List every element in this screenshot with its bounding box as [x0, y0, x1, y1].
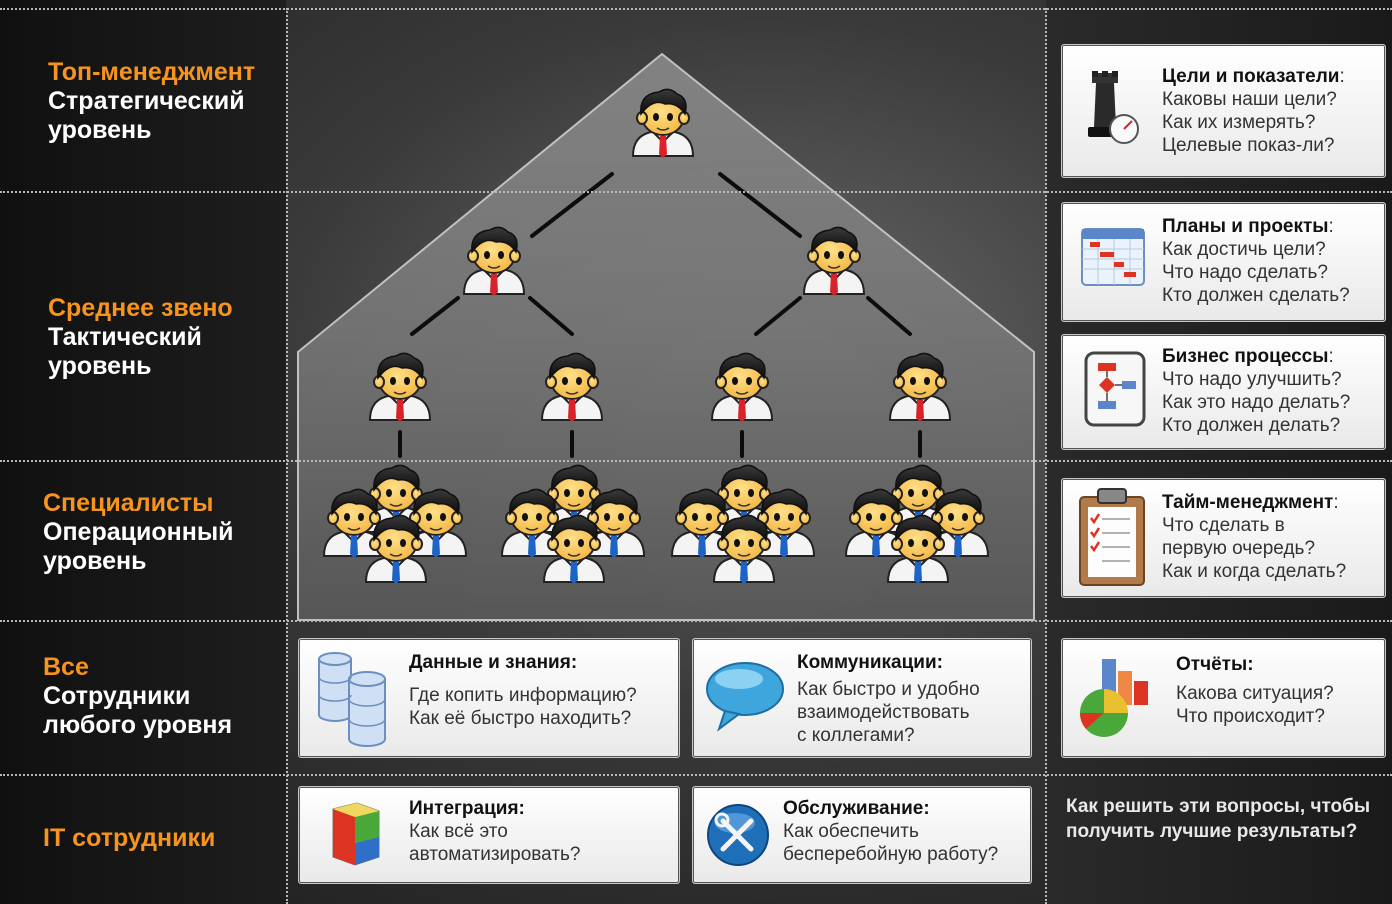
level-name: Стратегический: [48, 87, 245, 115]
time-management-card: Тайм-менеджмент: Что сделать в первую оч…: [1061, 478, 1386, 598]
processes-text: Бизнес процессы: Что надо улучшить? Как …: [1162, 345, 1350, 437]
maintenance-card: Обслуживание: Как обеспечить бесперебойн…: [692, 786, 1032, 884]
level-name: уровень: [48, 352, 152, 380]
communications-card: Коммуникации: Как быстро и удобно взаимо…: [692, 638, 1032, 758]
level-category: Все: [43, 653, 89, 681]
card-title: Интеграция:: [409, 798, 525, 819]
question: Каковы наши цели?: [1162, 89, 1337, 110]
level-label-all: Все Сотрудники любого уровня: [43, 653, 232, 740]
question: Как достичь цели?: [1162, 239, 1326, 260]
level-category: Среднее звено: [48, 294, 233, 322]
reports-card: Отчёты: Какова ситуация? Что происходит?: [1061, 638, 1386, 758]
integration-text: Интеграция: Как всё это автоматизировать…: [409, 797, 580, 866]
maintenance-text: Обслуживание: Как обеспечить бесперебойн…: [783, 797, 998, 866]
card-title: Планы и проекты: [1162, 216, 1329, 237]
database-icon: [318, 652, 386, 747]
question: Целевые показ-ли?: [1162, 135, 1335, 156]
time-management-text: Тайм-менеджмент: Что сделать в первую оч…: [1162, 491, 1346, 583]
question: с коллегами?: [797, 725, 915, 746]
process-flowchart-icon: [1084, 351, 1146, 427]
divider: [1045, 8, 1047, 904]
card-title: Тайм-менеджмент: [1162, 492, 1334, 513]
level-category: IT сотрудники: [43, 824, 216, 852]
question: бесперебойную работу?: [783, 844, 999, 865]
question: Что надо улучшить?: [1162, 369, 1342, 390]
question: Что надо сделать?: [1162, 262, 1328, 283]
card-title: Бизнес процессы: [1162, 346, 1329, 367]
processes-card: Бизнес процессы: Что надо улучшить? Как …: [1061, 334, 1386, 450]
card-title: Цели и показатели: [1162, 66, 1340, 87]
question: Как её быстро находить?: [409, 708, 632, 729]
level-name: уровень: [48, 116, 152, 144]
divider: [0, 620, 1392, 622]
card-title: Коммуникации:: [797, 652, 943, 673]
closing-question: Как решить эти вопросы, чтобы получить л…: [1066, 796, 1371, 842]
pie-bar-chart-icon: [1079, 659, 1148, 737]
level-name: Сотрудники: [43, 682, 191, 710]
level-label-middle: Среднее звено Тактический уровень: [48, 294, 233, 381]
question: Как их измерять?: [1162, 112, 1316, 133]
level-name: Тактический: [48, 323, 202, 351]
question: Что происходит?: [1176, 706, 1325, 727]
divider: [0, 8, 1392, 10]
puzzle-cube-icon: [332, 802, 380, 866]
title-suffix: :: [1328, 346, 1334, 367]
title-suffix: :: [1333, 492, 1339, 513]
level-name: уровень: [43, 547, 147, 575]
level-label-it: IT сотрудники: [43, 824, 215, 853]
divider: [0, 191, 1392, 193]
title-suffix: :: [1339, 66, 1345, 87]
level-category: Специалисты: [43, 489, 214, 517]
question: Что сделать в: [1162, 515, 1285, 536]
question: Как всё это: [409, 821, 508, 842]
level-label-top: Топ-менеджмент Стратегический уровень: [48, 58, 255, 145]
question: первую очередь?: [1162, 538, 1316, 559]
question: Какова ситуация?: [1176, 683, 1334, 704]
question: автоматизировать?: [409, 844, 581, 865]
question: Как обеспечить: [783, 821, 919, 842]
plans-text: Планы и проекты: Как достичь цели? Что н…: [1162, 215, 1350, 307]
card-title: Отчёты:: [1176, 654, 1254, 675]
speech-bubble-icon: [706, 662, 784, 732]
goals-card: Цели и показатели: Каковы наши цели? Как…: [1061, 44, 1386, 178]
question: Как быстро и удобно: [797, 679, 980, 700]
reports-text: Отчёты: Какова ситуация? Что происходит?: [1176, 653, 1334, 728]
level-label-specialists: Специалисты Операционный уровень: [43, 489, 234, 576]
communications-text: Коммуникации: Как быстро и удобно взаимо…: [797, 651, 980, 747]
levels-column: [0, 0, 286, 904]
question: Как это надо делать?: [1162, 392, 1351, 413]
data-knowledge-card: Данные и знания: Где копить информацию? …: [298, 638, 680, 758]
goals-text: Цели и показатели: Каковы наши цели? Как…: [1162, 65, 1345, 157]
data-knowledge-text: Данные и знания: Где копить информацию? …: [409, 651, 637, 730]
level-name: Операционный: [43, 518, 234, 546]
card-title: Обслуживание:: [783, 798, 930, 819]
chess-rook-gauge-icon: [1088, 71, 1139, 144]
title-suffix: :: [1328, 216, 1334, 237]
wrench-screwdriver-icon: [707, 804, 769, 866]
question: взаимодействовать: [797, 702, 970, 723]
question: Где копить информацию?: [409, 685, 637, 706]
clipboard-checklist-icon: [1079, 488, 1145, 586]
gantt-calendar-icon: [1081, 228, 1145, 286]
question: Кто должен делать?: [1162, 415, 1341, 436]
plans-card: Планы и проекты: Как достичь цели? Что н…: [1061, 202, 1386, 322]
level-category: Топ-менеджмент: [48, 58, 256, 86]
question: Кто должен сделать?: [1162, 285, 1350, 306]
divider: [0, 774, 1392, 776]
card-title: Данные и знания:: [409, 652, 578, 673]
divider: [286, 8, 288, 904]
question: Как и когда сделать?: [1162, 561, 1347, 582]
integration-card: Интеграция: Как всё это автоматизировать…: [298, 786, 680, 884]
level-name: любого уровня: [43, 711, 233, 739]
divider: [0, 460, 1392, 462]
